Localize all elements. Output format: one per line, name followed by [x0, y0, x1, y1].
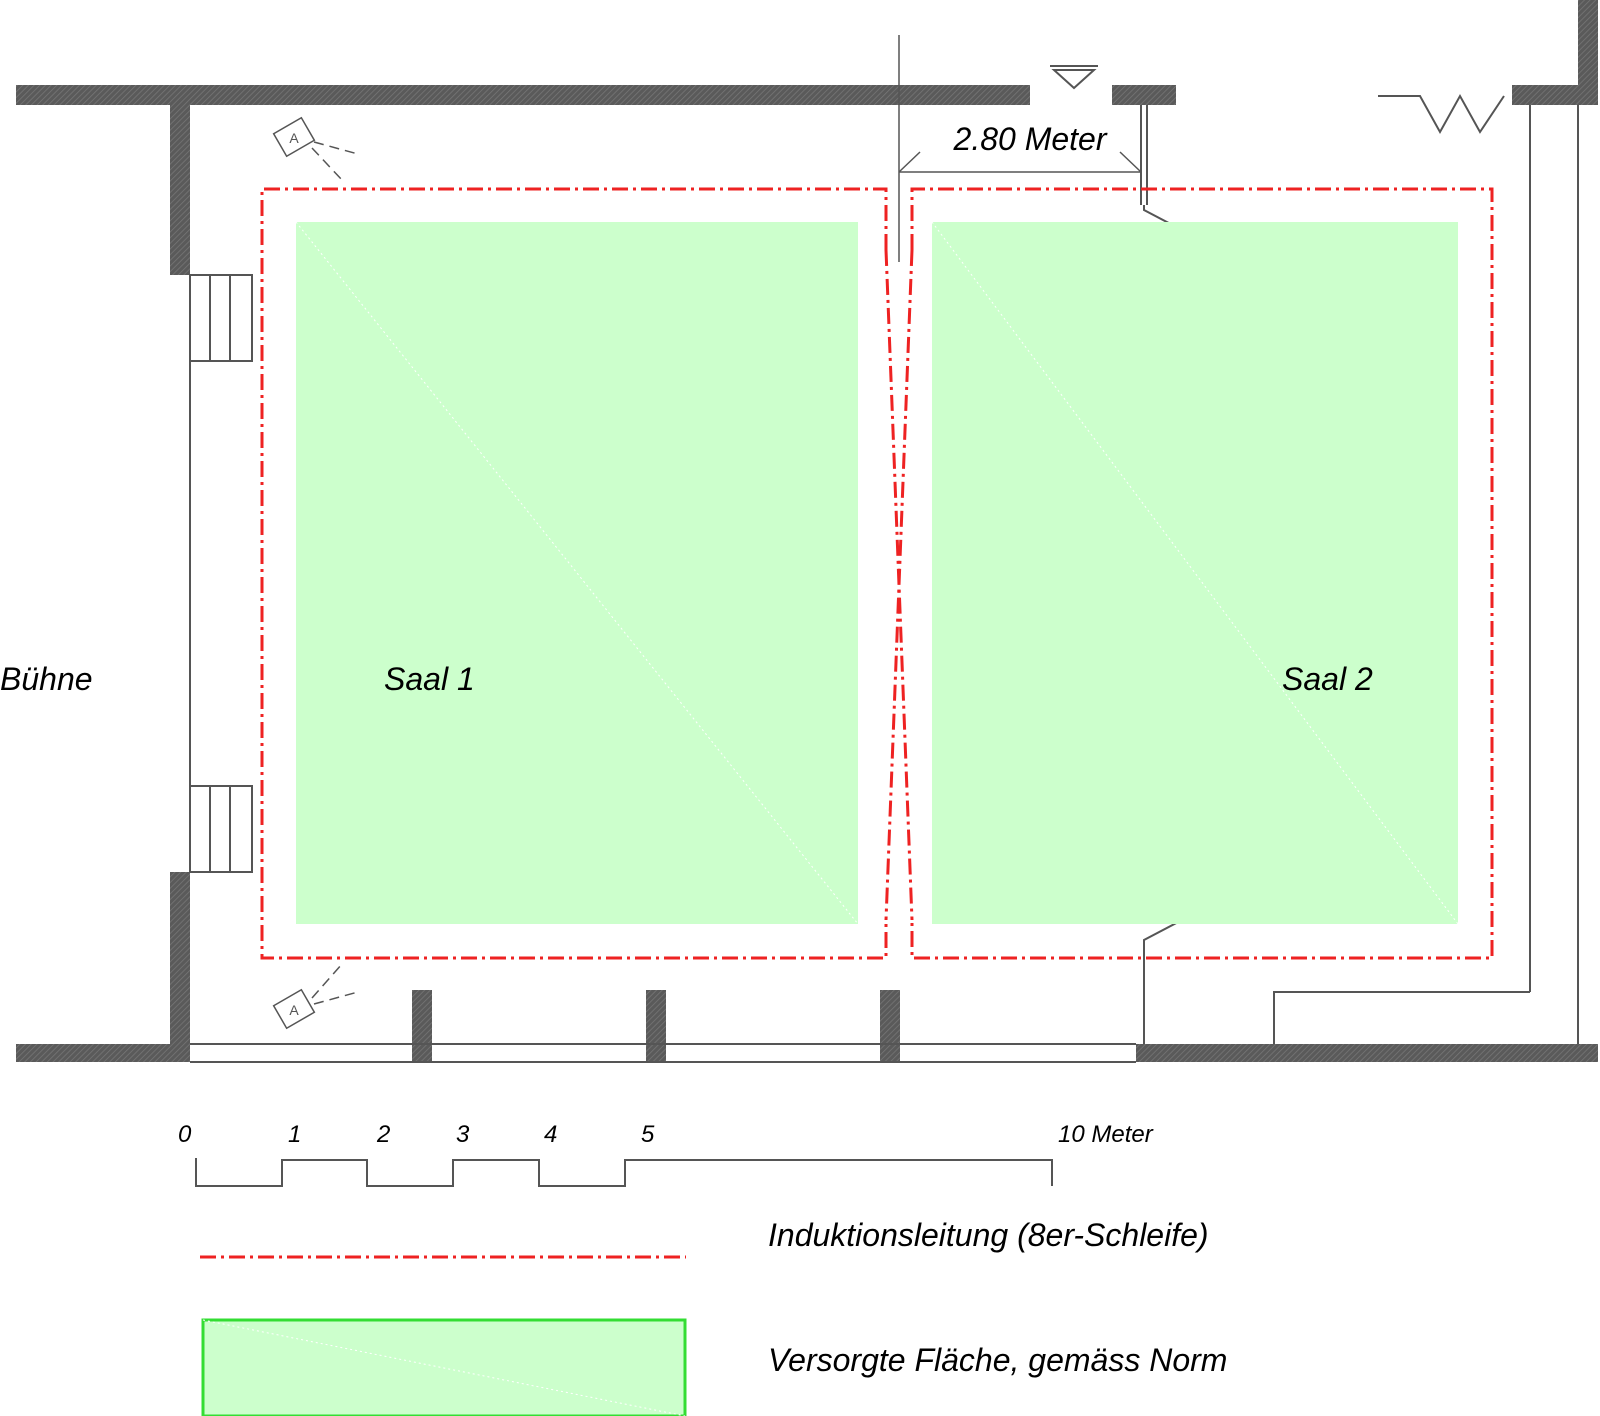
legend-area-label: Versorgte Fläche, gemäss Norm: [768, 1342, 1227, 1378]
stage-wall-upper: [170, 85, 190, 275]
bottom-wall-left: [16, 1044, 190, 1062]
column-1: [412, 990, 432, 1062]
right-wall: [1578, 0, 1598, 105]
scale-bar: [195, 1158, 1053, 1187]
scale-tick-3: 3: [456, 1121, 470, 1148]
scale-tick-1: 1: [288, 1121, 301, 1148]
column-2: [646, 990, 666, 1062]
scale-ticks: 0 1 2 3 4 5 10 Meter: [178, 1121, 1154, 1148]
scale-tick-4: 4: [544, 1121, 557, 1148]
loop-cross-b: [884, 249, 914, 921]
loop-left: [260, 187, 888, 960]
stage-steps-upper: [189, 274, 253, 362]
top-wall-right: [1512, 85, 1596, 105]
legend-loop-label: Induktionsleitung (8er-Schleife): [768, 1217, 1209, 1253]
svg-text:A: A: [289, 130, 299, 146]
loop-right: [910, 187, 1494, 960]
area-hall-1: [295, 221, 859, 925]
scale-tick-0: 0: [178, 1121, 192, 1148]
speaker-icon-bottom: A: [272, 963, 359, 1030]
window-top-right: [1378, 93, 1505, 135]
area-hall-2: [931, 221, 1459, 925]
legend-area-swatch: [201, 1318, 687, 1416]
speaker-icon-top: A: [272, 116, 359, 181]
hall-1-label: Saal 1: [384, 661, 475, 697]
scale-tick-5: 5: [641, 1121, 655, 1148]
svg-text:A: A: [289, 1002, 299, 1018]
stage-wall-lower: [170, 872, 190, 1062]
dimension-marker: [898, 35, 1142, 262]
legend: Induktionsleitung (8er-Schleife) Versorg…: [200, 1217, 1227, 1416]
scale-tick-2: 2: [376, 1121, 390, 1148]
scale-tick-10: 10 Meter: [1058, 1121, 1154, 1148]
bottom-wall-right: [1136, 1044, 1598, 1062]
dimension-label: 2.80 Meter: [953, 121, 1108, 157]
induction-loop: [260, 187, 1494, 960]
elevation-marker-icon: [1050, 65, 1098, 90]
column-3: [880, 990, 900, 1062]
hall-2-label: Saal 2: [1282, 661, 1373, 697]
top-wall-middle: [1112, 85, 1176, 105]
walls: [16, 0, 1598, 1062]
thin-lines: [189, 93, 1579, 1063]
stage-label: Bühne: [0, 661, 93, 697]
top-wall-left: [16, 85, 1030, 105]
loop-cross-a: [884, 249, 914, 921]
stage-steps-lower: [189, 785, 253, 873]
